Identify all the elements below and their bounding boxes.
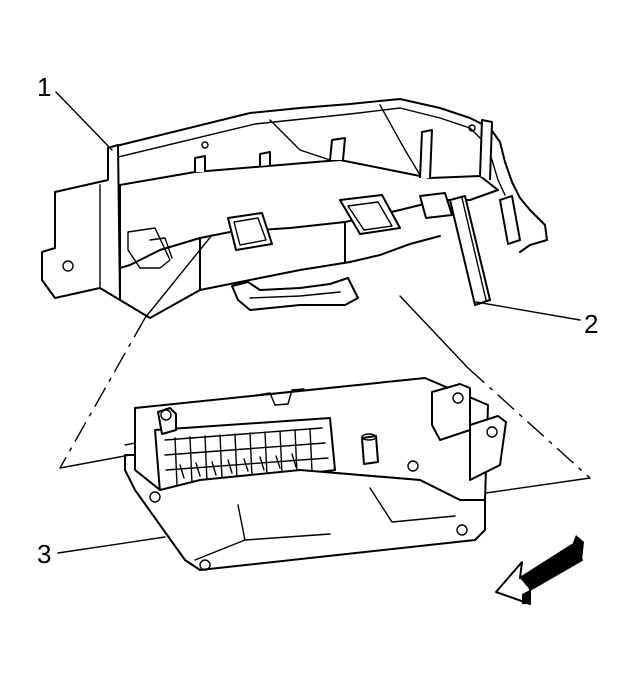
bracket-part-1 [41,98,548,319]
leader-lines [55,91,581,554]
connector-pins [164,427,329,486]
callout-1-label: 1 [37,72,51,102]
callout-3-label: 3 [37,539,51,569]
front-direction-arrow-icon [495,535,584,605]
explosion-guide-lines [59,234,591,494]
module-part-3 [124,377,507,571]
callout-2-label: 2 [584,309,598,339]
